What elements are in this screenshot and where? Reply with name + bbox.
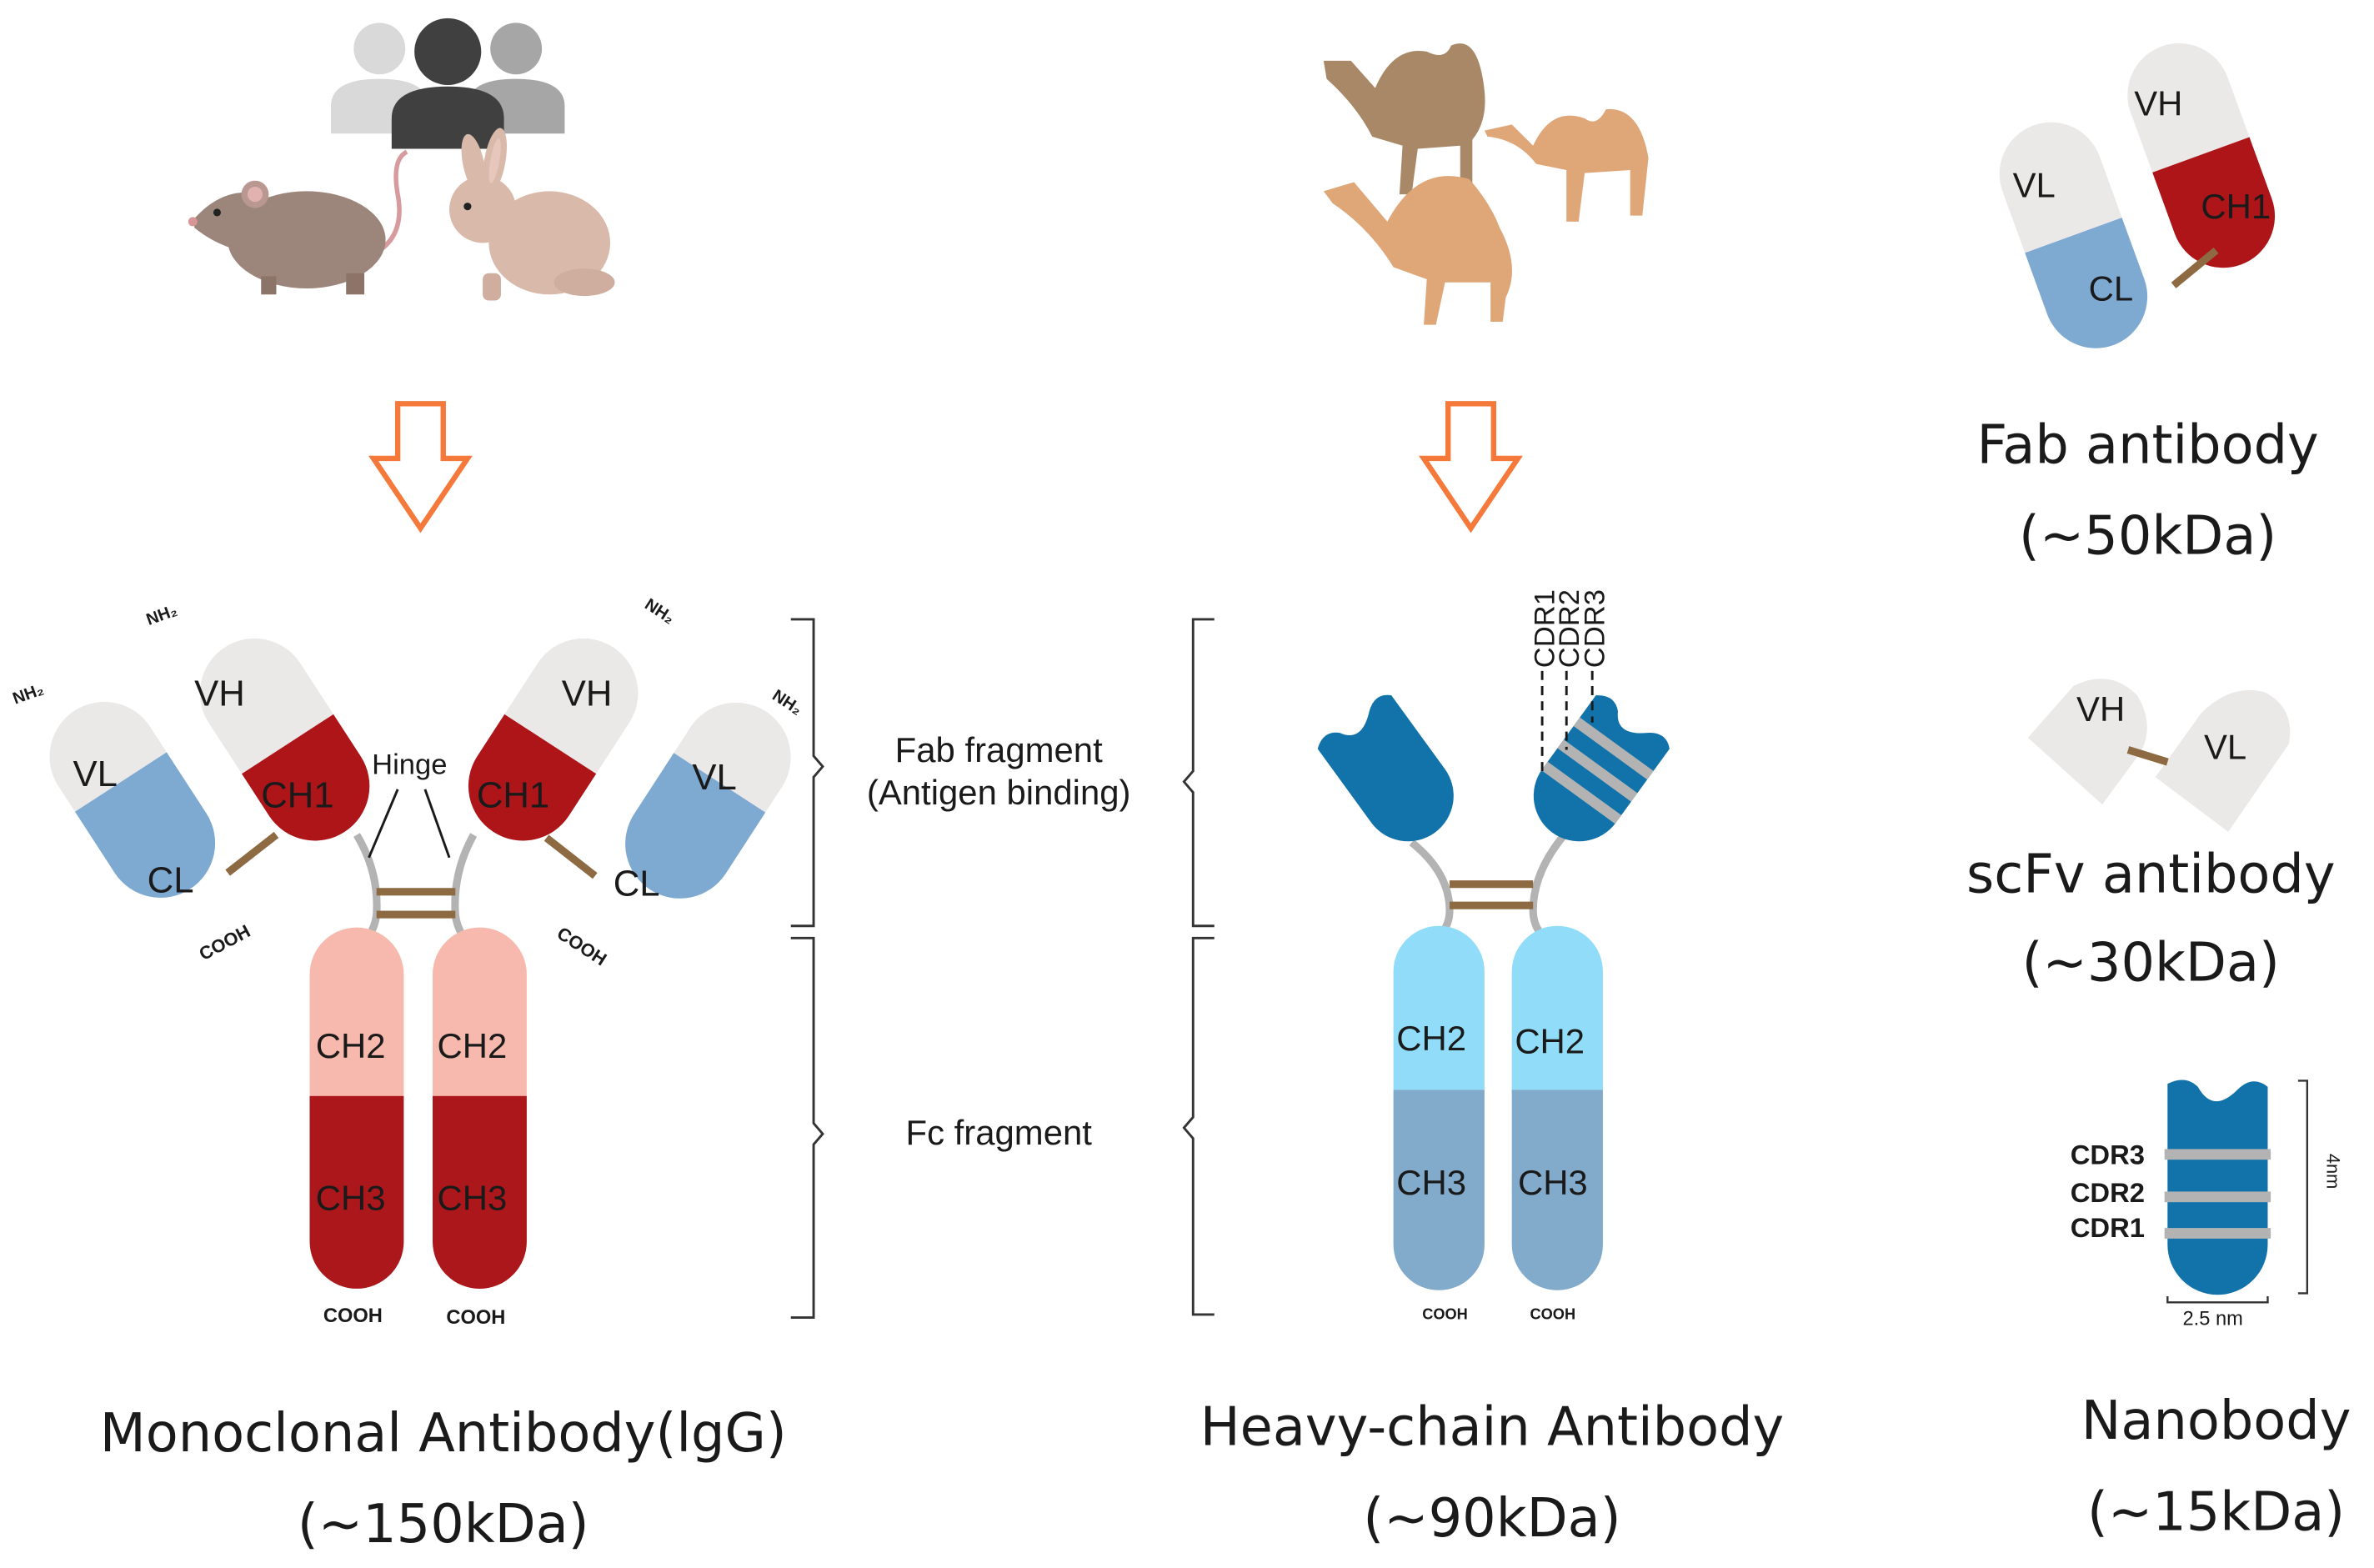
igg-left-linker bbox=[225, 831, 279, 876]
scfv-weight: (~30kDa) bbox=[2022, 932, 2280, 994]
hollow-down-arrow-icon bbox=[368, 401, 473, 534]
scfv-linker bbox=[2126, 746, 2169, 766]
nanobody-cdr3-label: CDR3 bbox=[2071, 1140, 2145, 1170]
scfv-vh-label: VH bbox=[2076, 689, 2125, 729]
igg-vl-right-label: VL bbox=[692, 757, 736, 798]
igg-fc-left-stem bbox=[309, 927, 404, 1289]
camels-icon bbox=[1323, 43, 1649, 325]
scfv-title: scFv antibody bbox=[1966, 844, 2336, 906]
hcab-ch3-right-label: CH3 bbox=[1518, 1163, 1588, 1202]
igg-ch3-left-label: CH3 bbox=[316, 1178, 386, 1217]
igg-vh-left-label: VH bbox=[194, 674, 245, 714]
hcab-cooh-left: COOH bbox=[1422, 1305, 1468, 1322]
nanobody-width-label: 2.5 nm bbox=[2183, 1309, 2243, 1330]
fab-vl-label: VL bbox=[2013, 166, 2056, 205]
igg-ch2-left-label: CH2 bbox=[316, 1026, 386, 1065]
hcab-ch2-left-label: CH2 bbox=[1396, 1019, 1466, 1058]
fab-bracket-left bbox=[790, 618, 824, 1320]
igg-weight: (~150kDa) bbox=[298, 1494, 589, 1555]
nanobody-height-label: 4nm bbox=[2323, 1154, 2344, 1189]
igg-vh-right-label: VH bbox=[562, 674, 613, 714]
igg-cl-left-label: CL bbox=[148, 860, 194, 901]
igg-vl-left-label: VL bbox=[73, 754, 117, 794]
igg-cooh-stem-right: COOH bbox=[446, 1307, 505, 1329]
nanobody-shape bbox=[2164, 1080, 2271, 1295]
rabbit-icon bbox=[449, 128, 615, 301]
igg-ch1-left-label: CH1 bbox=[261, 775, 333, 816]
nanobody-cdr1-label: CDR1 bbox=[2071, 1212, 2145, 1243]
igg-cooh-left: COOH bbox=[196, 920, 254, 964]
igg-title: Monoclonal Antibody(lgG) bbox=[100, 1403, 787, 1465]
fab-vh-label: VH bbox=[2134, 83, 2182, 123]
scfv-vl-domain bbox=[2155, 689, 2291, 832]
hcab-cdr-leaders bbox=[1540, 670, 1594, 778]
igg-left-heavy-chain bbox=[199, 638, 370, 841]
igg-right-linker bbox=[543, 834, 598, 879]
mouse-icon bbox=[188, 149, 408, 295]
nanobody-weight: (~15kDa) bbox=[2087, 1481, 2345, 1543]
nanobody-title: Nanobody bbox=[2081, 1390, 2351, 1452]
hcab-fc-left-stem bbox=[1393, 925, 1485, 1290]
fab-bracket-right bbox=[1182, 618, 1215, 1316]
igg-nh2-2: NH₂ bbox=[144, 601, 180, 629]
igg-cooh-stem-left: COOH bbox=[323, 1305, 383, 1327]
igg-fc-right-stem bbox=[433, 927, 527, 1289]
hcab-cdr3-label: CDR3 bbox=[1580, 589, 1611, 668]
fab-cl-label: CL bbox=[2089, 269, 2134, 308]
igg-nh2-4: NH₂ bbox=[769, 686, 805, 719]
hollow-down-arrow-icon bbox=[1419, 401, 1523, 534]
igg-ch2-right-label: CH2 bbox=[437, 1026, 507, 1065]
igg-cooh-right: COOH bbox=[553, 923, 611, 970]
hcab-title: Heavy-chain Antibody bbox=[1200, 1397, 1785, 1459]
hcab-cdr2-label: CDR2 bbox=[1554, 589, 1585, 668]
hcab-ch2-right-label: CH2 bbox=[1515, 1022, 1585, 1061]
scfv-vl-label: VL bbox=[2204, 727, 2246, 766]
hcab-fc-right-stem bbox=[1511, 925, 1603, 1290]
fab-linker bbox=[2171, 247, 2219, 288]
igg-right-heavy-chain bbox=[468, 638, 639, 841]
igg-ch3-right-label: CH3 bbox=[437, 1178, 507, 1217]
fab-light-chain bbox=[1999, 122, 2148, 348]
igg-hinge-label: Hinge bbox=[372, 749, 447, 781]
igg-hinge-region bbox=[349, 789, 483, 957]
fab-weight: (~50kDa) bbox=[2019, 506, 2276, 568]
hcab-cooh-right: COOH bbox=[1530, 1305, 1576, 1322]
igg-cl-right-label: CL bbox=[614, 863, 660, 904]
fc-fragment-label: Fc fragment bbox=[906, 1113, 1093, 1152]
fab-fragment-label: Fab fragment bbox=[895, 730, 1103, 769]
people-group-icon bbox=[331, 18, 565, 149]
igg-nh2-3: NH₂ bbox=[641, 595, 678, 628]
hcab-vhh-left bbox=[1317, 694, 1454, 842]
hcab-weight: (~90kDa) bbox=[1363, 1488, 1620, 1550]
igg-right-light-chain bbox=[625, 702, 791, 899]
hcab-ch3-left-label: CH3 bbox=[1396, 1163, 1466, 1202]
hcab-vhh-right bbox=[1533, 695, 1670, 842]
igg-ch1-right-label: CH1 bbox=[477, 775, 549, 816]
scfv-vh-domain bbox=[2027, 679, 2147, 805]
igg-left-light-chain bbox=[49, 701, 216, 898]
fab-fragment-sublabel: (Antigen binding) bbox=[867, 773, 1131, 812]
nanobody-scale-bars bbox=[2166, 1080, 2309, 1304]
fab-ch1-label: CH1 bbox=[2201, 187, 2271, 226]
nanobody-cdr2-label: CDR2 bbox=[2071, 1177, 2145, 1208]
fab-title: Fab antibody bbox=[1977, 414, 2319, 476]
igg-nh2-1: NH₂ bbox=[10, 680, 46, 709]
fab-heavy-chain bbox=[2127, 43, 2276, 268]
hcab-cdr1-label: CDR1 bbox=[1530, 589, 1561, 668]
